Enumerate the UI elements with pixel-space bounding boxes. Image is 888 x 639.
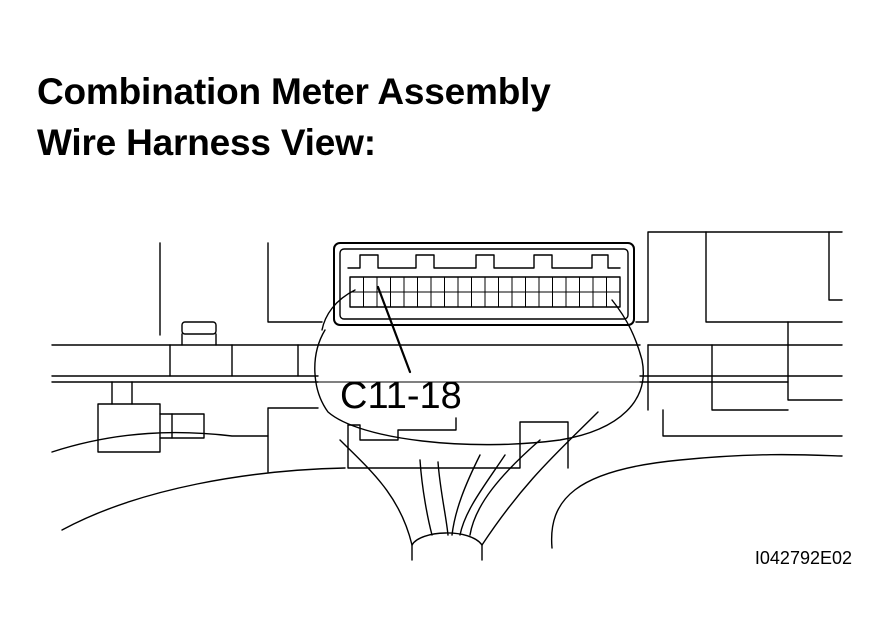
pin-leader-line — [376, 285, 412, 374]
terminal-cavity-grid — [349, 276, 621, 308]
left-connector — [97, 381, 205, 453]
magnifier-circle — [314, 289, 644, 446]
wire-bundle — [339, 411, 599, 561]
dashboard-structure — [51, 231, 843, 473]
title-line-2: Wire Harness View: — [37, 122, 376, 163]
diagram-title: Combination Meter Assembly Wire Harness … — [37, 66, 551, 168]
harness-clip — [181, 321, 217, 346]
connector-label: C11-18 — [340, 375, 462, 417]
meter-connector-c11 — [333, 242, 635, 326]
title-line-1: Combination Meter Assembly — [37, 71, 551, 112]
lower-panel-curves — [61, 453, 843, 549]
figure-id: I042792E02 — [755, 548, 852, 568]
